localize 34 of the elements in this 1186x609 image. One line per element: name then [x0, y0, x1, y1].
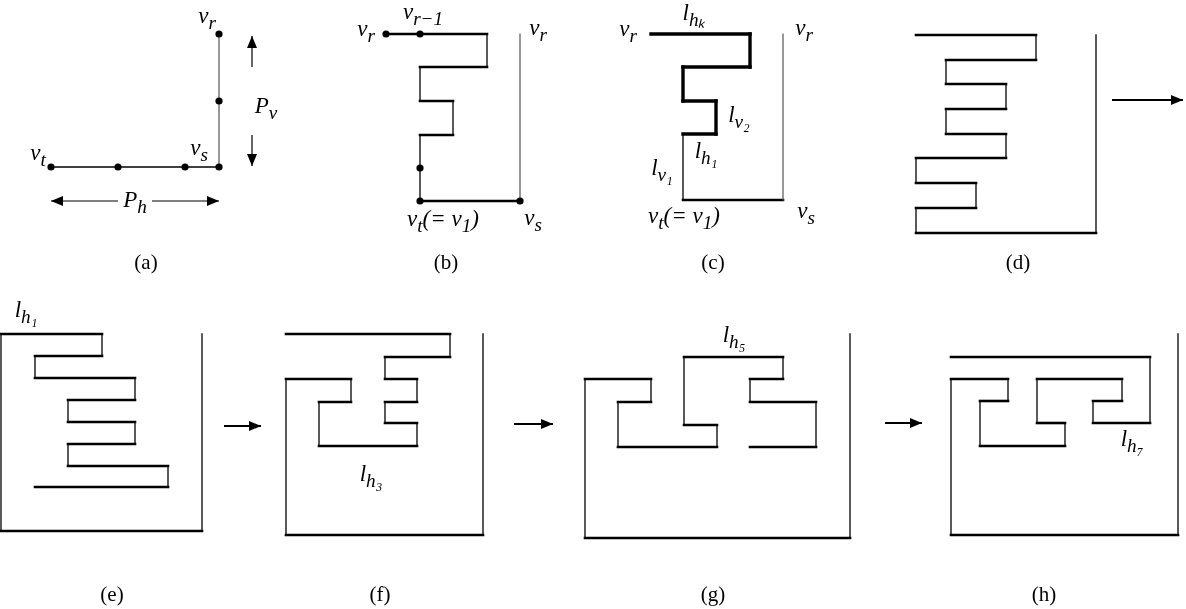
math-label: l$_{h₅}$	[722, 323, 746, 351]
math-label: v$_{t}$	[30, 141, 46, 169]
math-label: l$_{h₃}$	[359, 462, 383, 490]
math-label: v$_{r}$	[198, 4, 216, 32]
math-label: v$_{r}$	[795, 16, 813, 44]
math-label: l$_{v₁}$	[651, 156, 673, 184]
math-label: v$_{r}$	[529, 16, 547, 44]
dimension-label: P$_{v}$	[254, 94, 278, 122]
math-label: v$_{s}$	[524, 206, 542, 234]
arrow	[885, 418, 922, 428]
math-label: v$_{r}$	[619, 17, 637, 45]
panel-caption: (g)	[700, 581, 726, 607]
math-label: l$_{h₁}$	[694, 139, 718, 167]
math-label: l$_{hₖ}$	[682, 1, 706, 29]
math-label: l$_{h₁}$	[14, 298, 38, 326]
panel-caption: (b)	[433, 249, 459, 275]
math-label: l$_{h₇}$	[1120, 427, 1144, 455]
math-label: l$_{v₂}$	[728, 103, 750, 131]
math-label: v$_{s}$	[797, 199, 815, 227]
math-label: v$_{s}$	[190, 136, 208, 164]
math-label: v$_{r}$	[357, 17, 375, 45]
arrow	[224, 421, 261, 431]
panel-caption: (a)	[134, 249, 158, 275]
math-label: v$_{r−1}$	[402, 0, 444, 28]
panel-caption: (f)	[369, 581, 391, 607]
panel-caption: (d)	[1005, 249, 1031, 275]
arrow	[1112, 95, 1183, 105]
panel-caption: (c)	[701, 249, 725, 275]
panel-caption: (h)	[1031, 581, 1057, 607]
dimension-label: P$_{h}$	[123, 188, 147, 216]
arrow	[514, 419, 553, 429]
math-label: v$_{t}$(= v$_{1}$)	[407, 207, 479, 235]
panel-caption: (e)	[100, 581, 124, 607]
math-label: v$_{t}$(= v$_{1}$)	[648, 204, 720, 232]
